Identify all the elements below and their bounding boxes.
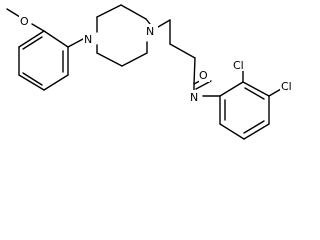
piperazine-bond <box>120 4 147 20</box>
piperazine-bond <box>121 52 148 67</box>
amide-nitrogen-label: N <box>190 91 198 104</box>
chain-bond <box>193 57 196 85</box>
ring-b-bond <box>242 81 270 97</box>
ring-b-double-bond <box>244 87 265 100</box>
piperazine-bond <box>96 4 122 18</box>
dichlorophenyl-ring <box>202 69 282 140</box>
ring-b-bond <box>243 123 270 140</box>
methoxy-group <box>6 8 45 32</box>
ring-a-bond <box>43 30 69 48</box>
piperazine-n4-label: N <box>146 25 154 38</box>
methoxy-o-ring-bond <box>31 23 45 32</box>
ring-a-double-bond <box>22 72 43 86</box>
piperazine-bond <box>96 52 123 67</box>
ring-b-bond <box>219 81 244 97</box>
methoxy-oxygen-label: O <box>20 15 29 28</box>
ring-a-double-bond <box>22 36 43 50</box>
chloro-ortho-label: Cl <box>233 59 244 72</box>
ring-a-bond <box>43 74 69 91</box>
ring-b-double-bond <box>243 120 265 134</box>
methyl-bond <box>6 8 21 18</box>
piperazine-ring <box>96 4 151 67</box>
chemical-structure: O N N O N Cl Cl <box>6 4 296 140</box>
piperazine-bond <box>145 18 151 25</box>
atom-labels: O N N O N Cl Cl <box>19 15 296 104</box>
aryl-piperazine-bond <box>67 38 84 48</box>
chain-bond <box>169 43 196 59</box>
chloro-para-bond <box>268 88 282 97</box>
carbonyl-double-bond <box>195 80 212 90</box>
methoxyphenyl-ring <box>18 30 69 91</box>
ring-b-bond <box>219 123 245 140</box>
chloro-para-label: Cl <box>281 80 292 93</box>
piperazine-n1-label: N <box>84 33 92 46</box>
chain-bond <box>157 19 171 28</box>
ring-a-bond <box>18 74 45 91</box>
ring-a-bond <box>18 30 45 48</box>
carbonyl-oxygen-label: O <box>199 69 208 82</box>
